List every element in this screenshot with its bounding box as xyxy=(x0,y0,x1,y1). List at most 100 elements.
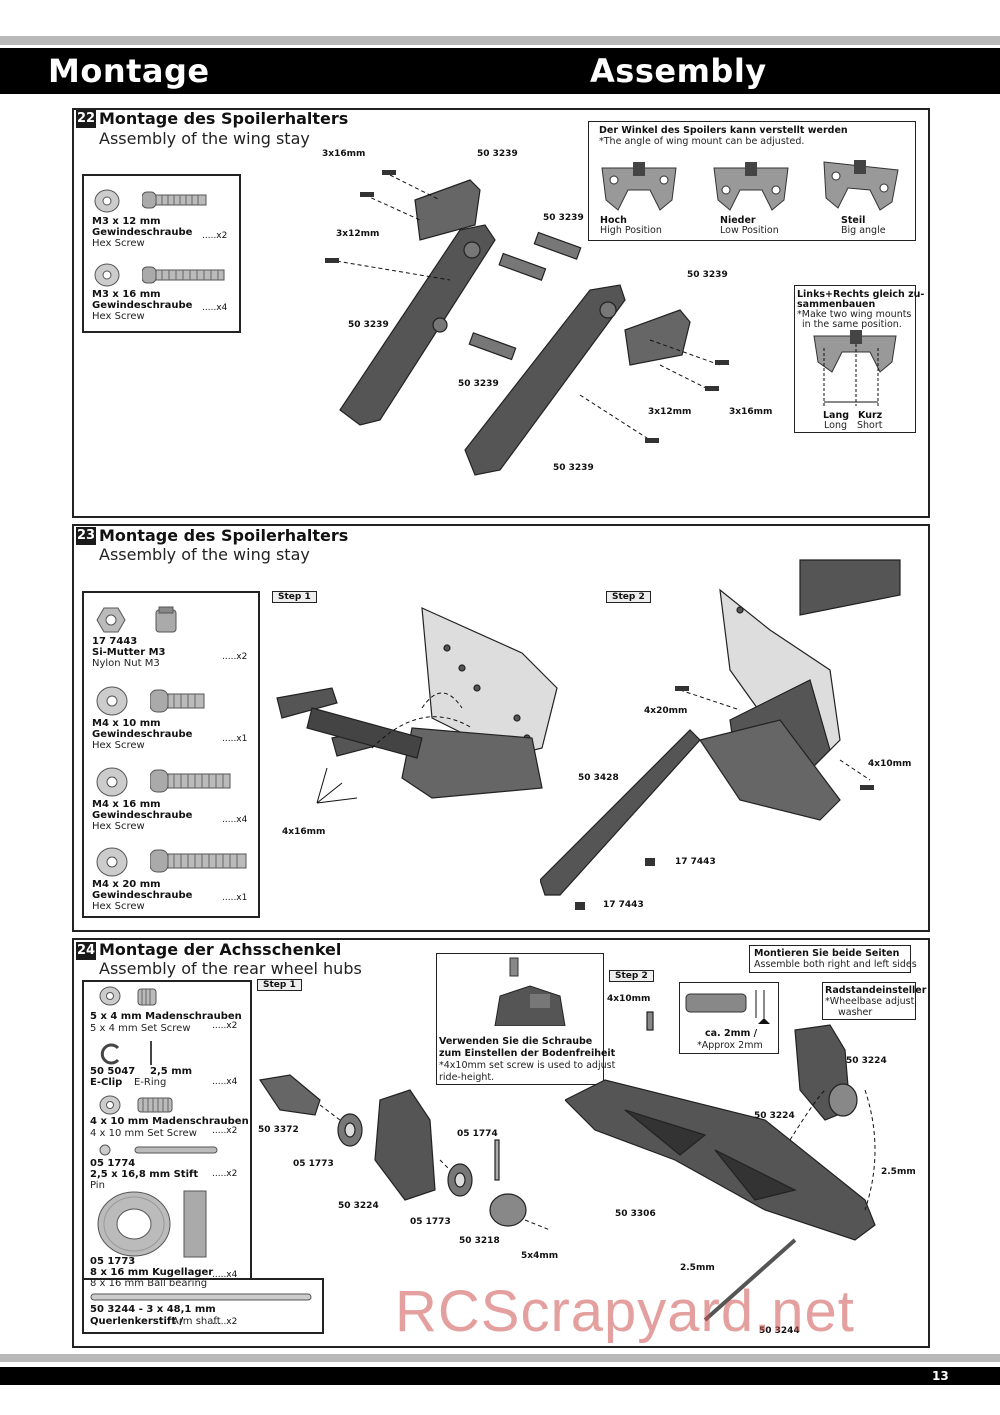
part-name-en: Arm shaft xyxy=(172,1316,221,1327)
callout-label: 50 3224 xyxy=(338,1201,379,1211)
callout-label: 50 3306 xyxy=(615,1209,656,1219)
note-text-en: Assemble both right and left sides xyxy=(754,959,917,970)
part-name-en: 5 x 4 mm Set Screw xyxy=(90,1023,191,1034)
pin-end-icon xyxy=(99,1144,111,1156)
part-id: 17 7443 xyxy=(92,636,138,647)
header-title-en: Assembly xyxy=(590,52,767,90)
callout-label: 05 1773 xyxy=(410,1217,451,1227)
part-name-de: Gewindeschraube xyxy=(92,227,193,238)
part-qty: .....x4 xyxy=(202,303,228,313)
callout-label: 4x10mm xyxy=(607,994,651,1004)
callout-label: 50 3224 xyxy=(846,1056,887,1066)
note-text-en: *4x10mm set screw is used to adjust xyxy=(439,1060,616,1071)
part-name-en: Hex Screw xyxy=(92,901,145,912)
position-label-en: Big angle xyxy=(841,225,886,236)
shim-detail-icon xyxy=(685,990,770,1024)
part-name-de: 2,5 x 16,8 mm Stift xyxy=(90,1169,199,1180)
long-label-en: Long xyxy=(824,420,847,431)
header-bar xyxy=(0,48,1000,94)
part-id: 50 3244 - 3 x 48,1 mm xyxy=(90,1304,216,1315)
part-qty: .....x4 xyxy=(212,1077,238,1087)
part-name-de: 4 x 10 mm Madenschrauben xyxy=(90,1116,249,1127)
e-clip-icon xyxy=(100,1043,120,1065)
hex-screw-icon xyxy=(150,769,231,793)
part-name: M4 x 10 mm xyxy=(92,718,161,729)
part-qty: .....x1 xyxy=(222,893,248,903)
short-label-de: Kurz xyxy=(858,410,883,421)
part-id: 05 1774 xyxy=(90,1158,136,1169)
hex-screw-icon xyxy=(150,689,205,713)
callout-label: 50 3239 xyxy=(348,320,389,330)
part-name-de: E-Clip xyxy=(90,1077,123,1088)
step-23-step2-drawing xyxy=(540,559,901,910)
position-label-en: Low Position xyxy=(720,225,779,236)
part-name-en: Hex Screw xyxy=(92,311,145,322)
part-name: M3 x 16 mm xyxy=(92,289,161,300)
callout-label: 3x12mm xyxy=(336,229,380,239)
note-text-en: washer xyxy=(838,1007,873,1018)
part-name-de: Gewindeschraube xyxy=(92,729,193,740)
callout-label: 3x12mm xyxy=(648,407,692,417)
washer-icon xyxy=(94,189,120,213)
callout-label: 50 3224 xyxy=(754,1111,795,1121)
washer-icon xyxy=(94,263,120,287)
step-23-step1-drawing xyxy=(276,607,558,804)
part-id: 05 1773 xyxy=(90,1256,136,1267)
note-text-en: *The angle of wing mount can be adjusted… xyxy=(599,136,805,147)
part-name-de: Gewindeschraube xyxy=(92,810,193,821)
callout-label: 50 3372 xyxy=(258,1125,299,1135)
part-name-en: E-Ring xyxy=(134,1077,167,1088)
step-24-step2-drawing xyxy=(565,1011,876,1322)
part-name-de: 8 x 16 mm Kugellager xyxy=(90,1267,214,1278)
note-text-en: *Wheelbase adjust xyxy=(825,996,915,1007)
wing-mount-steep-icon xyxy=(823,160,899,211)
note-text-de: Links+Rechts gleich zu- xyxy=(797,289,925,300)
callout-label: 50 3239 xyxy=(458,379,499,389)
washer-icon xyxy=(99,1095,121,1115)
watermark-text: RCScrapyard.net xyxy=(395,1279,855,1344)
part-qty: .....x2 xyxy=(212,1126,238,1136)
part-name-de: Si-Mutter M3 xyxy=(92,647,166,658)
wing-stay-exploded-drawing xyxy=(325,170,729,476)
step-23-number: 23 xyxy=(76,527,96,545)
wing-mount-low-icon xyxy=(713,162,789,211)
same-position-note xyxy=(794,285,916,433)
nylon-nut-icon xyxy=(96,607,126,633)
callout-label: 3x16mm xyxy=(322,149,366,159)
callout-label: 50 3244 xyxy=(759,1326,800,1336)
step-24-step1-drawing xyxy=(258,1074,551,1231)
step-23-title: Montage des Spoilerhalters xyxy=(99,526,349,545)
washer-icon xyxy=(96,686,128,716)
part-name-en: Hex Screw xyxy=(92,238,145,249)
callout-label: 50 3239 xyxy=(477,149,518,159)
callout-label: 4x20mm xyxy=(644,706,688,716)
part-qty: .....x2 xyxy=(222,652,248,662)
long-label-de: Lang xyxy=(823,410,850,421)
callout-label: 05 1773 xyxy=(293,1159,334,1169)
position-label-de: Steil xyxy=(841,215,866,226)
header-title-de: Montage xyxy=(48,52,210,90)
step-24-title: Montage der Achsschenkel xyxy=(99,940,342,959)
wheelbase-note xyxy=(822,982,916,1020)
e-clip-side-icon xyxy=(150,1041,152,1065)
both-sides-note xyxy=(749,945,911,973)
step-1-tag: Step 1 xyxy=(257,979,302,991)
part-name-en: Nylon Nut M3 xyxy=(92,658,160,669)
callout-label: 2.5mm xyxy=(680,1263,715,1273)
note-text-de: ca. 2mm / xyxy=(705,1028,758,1039)
callout-label: 50 3218 xyxy=(459,1236,500,1246)
step-2-tag: Step 2 xyxy=(606,591,651,603)
callout-label: 17 7443 xyxy=(675,857,716,867)
position-label-de: Nieder xyxy=(720,215,756,226)
note-text-de: sammenbauen xyxy=(797,299,876,310)
footer-bar xyxy=(0,1367,1000,1385)
step-22-subtitle: Assembly of the wing stay xyxy=(99,129,310,148)
note-text-de: Verwenden Sie die Schraube xyxy=(439,1036,593,1047)
wing-mount-offset-icon xyxy=(813,330,897,406)
part-name-de: Querlenkerstift / xyxy=(90,1316,184,1327)
set-screw-icon xyxy=(137,1097,173,1113)
callout-label: 50 3239 xyxy=(553,463,594,473)
part-qty: .....x1 xyxy=(222,734,248,744)
callout-label: 4x16mm xyxy=(282,827,326,837)
hex-screw-icon xyxy=(142,191,207,209)
